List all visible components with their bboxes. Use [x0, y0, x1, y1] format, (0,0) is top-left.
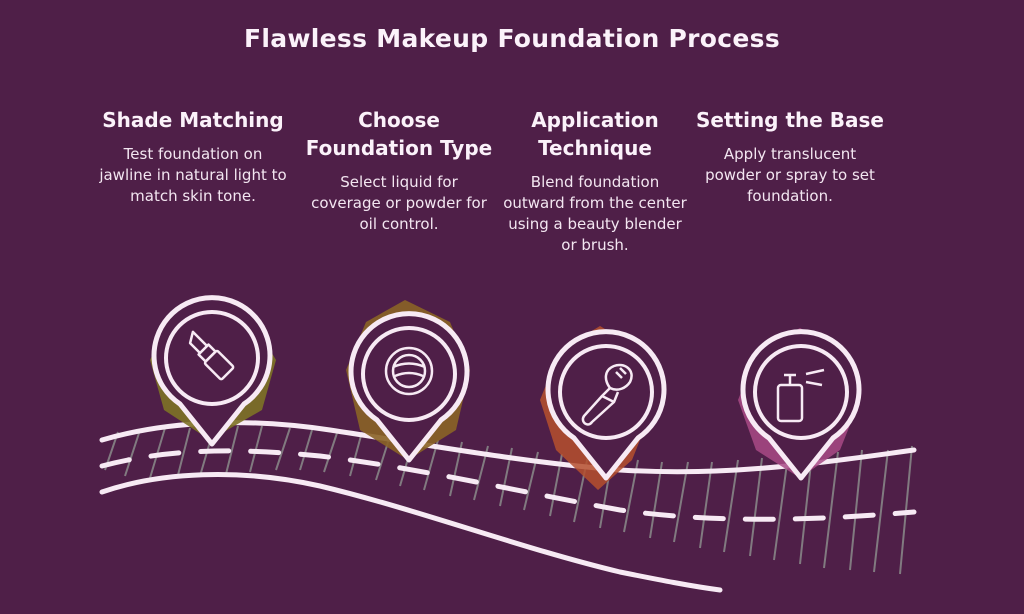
- powder-compact-icon: [384, 346, 434, 396]
- step-title: Choose Foundation Type: [305, 108, 493, 160]
- step-1-marker: [150, 295, 276, 447]
- step-description: Select liquid for coverage or powder for…: [311, 173, 487, 233]
- lipstick-icon: [188, 330, 235, 381]
- makeup-brush-icon: [581, 363, 633, 426]
- road-center-dashes: [99, 448, 917, 522]
- setting-spray-icon: [776, 368, 825, 423]
- step-setting-the-base: Setting the Base Apply translucent powde…: [695, 106, 885, 207]
- step-application-technique: Application Technique Blend foundation o…: [500, 106, 690, 256]
- step-3-marker: [540, 326, 667, 490]
- page-title: Flawless Makeup Foundation Process: [243, 24, 781, 53]
- step-choose-foundation-type: Choose Foundation Type Select liquid for…: [304, 106, 494, 235]
- step-description: Blend foundation outward from the center…: [503, 173, 687, 254]
- road-hatch: [104, 425, 913, 575]
- step-2-marker: [346, 300, 470, 463]
- road-bottom-edge: [99, 472, 723, 593]
- step-shade-matching: Shade Matching Test foundation on jawlin…: [98, 106, 288, 207]
- step-title: Application Technique: [531, 108, 659, 160]
- step-description: Test foundation on jawline in natural li…: [99, 145, 287, 205]
- step-description: Apply translucent powder or spray to set…: [705, 145, 875, 205]
- step-title: Setting the Base: [696, 108, 884, 132]
- step-title: Shade Matching: [102, 108, 284, 132]
- step-4-marker: [738, 328, 862, 481]
